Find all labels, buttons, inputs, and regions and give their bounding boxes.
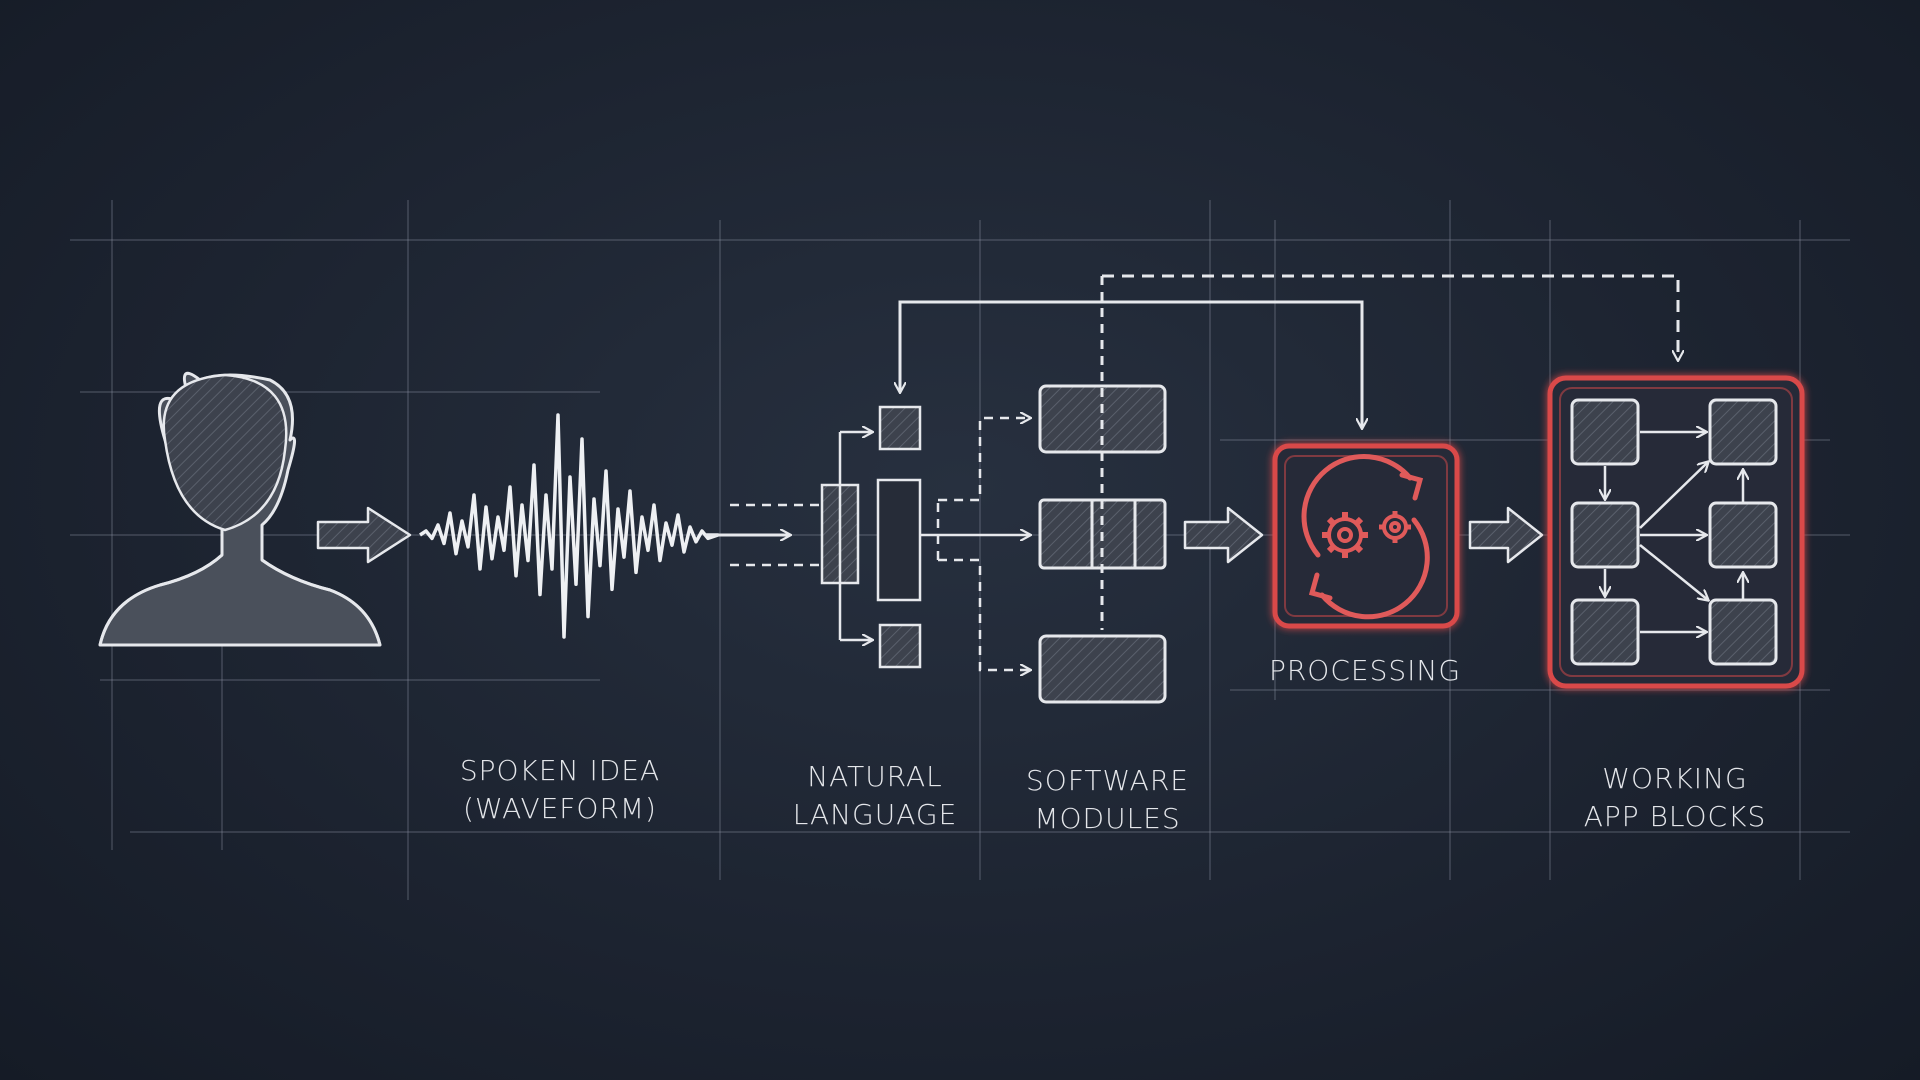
label-natural-line1: NATURAL — [807, 760, 943, 793]
label-spoken-idea: SPOKEN IDEA (WAVEFORM) — [420, 752, 700, 828]
label-natural-line2: LANGUAGE — [792, 798, 958, 831]
block-arrow-1 — [316, 506, 412, 564]
working-app-blocks — [1547, 375, 1805, 689]
nl-bottom-square — [878, 623, 922, 669]
processing-icon — [1272, 443, 1460, 629]
label-spoken-line1: SPOKEN IDEA — [459, 754, 661, 787]
gear-cycle-icon — [1301, 454, 1430, 620]
label-software-modules: SOFTWARE MODULES — [1000, 762, 1215, 838]
block-arrow-3 — [1468, 506, 1544, 564]
module-bottom — [1038, 634, 1167, 704]
label-natural-language: NATURAL LANGUAGE — [770, 758, 980, 834]
label-software-line2: MODULES — [1034, 802, 1181, 835]
app-block-5 — [1570, 598, 1640, 666]
app-block-4 — [1708, 501, 1778, 569]
app-block-2 — [1708, 398, 1778, 466]
waveform-icon — [419, 413, 790, 639]
label-processing: PROCESSING — [1250, 652, 1480, 690]
natural-language-diagram — [730, 405, 1030, 670]
person-silhouette-icon — [98, 371, 382, 647]
nl-top-square — [878, 405, 922, 451]
block-arrow-2 — [1183, 506, 1264, 564]
label-processing-line1: PROCESSING — [1268, 654, 1462, 687]
app-block-6 — [1708, 598, 1778, 666]
label-working-app-blocks: WORKING APP BLOCKS — [1560, 760, 1790, 836]
nl-frame — [876, 478, 922, 602]
app-block-3 — [1570, 501, 1640, 569]
label-working-line1: WORKING — [1602, 762, 1748, 795]
software-modules — [1038, 276, 1167, 704]
label-software-line1: SOFTWARE — [1026, 764, 1189, 797]
label-working-line2: APP BLOCKS — [1583, 800, 1767, 833]
feedback-connectors — [900, 274, 1678, 428]
label-spoken-line2: (WAVEFORM) — [463, 792, 657, 825]
gear-icon — [1322, 511, 1411, 558]
app-block-1 — [1570, 398, 1640, 466]
